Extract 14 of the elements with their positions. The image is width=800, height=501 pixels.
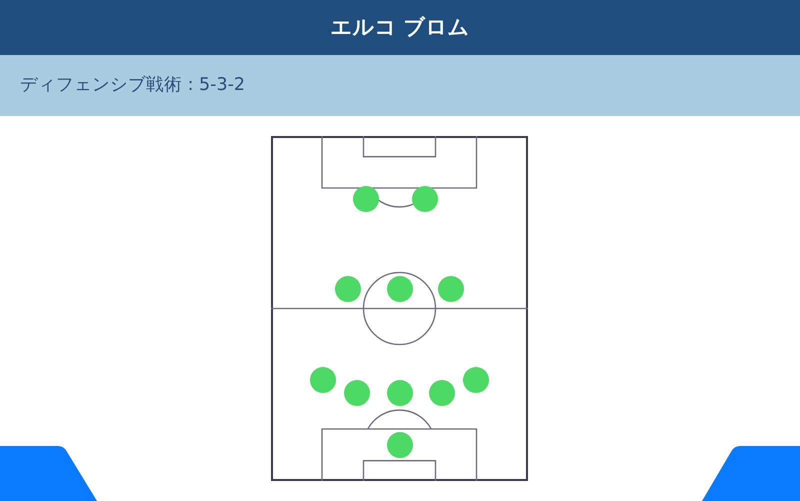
player-marker [438, 276, 464, 302]
player-marker [386, 432, 412, 458]
player-marker [310, 366, 336, 392]
player-marker [429, 380, 455, 406]
player-marker [344, 380, 370, 406]
football-pitch [271, 136, 528, 481]
player-marker [335, 276, 361, 302]
player-marker [412, 186, 438, 212]
player-marker [463, 366, 489, 392]
player-marker [386, 380, 412, 406]
page-title: エルコ ブロム [330, 14, 470, 40]
player-marker [386, 276, 412, 302]
player-marker [352, 186, 378, 212]
tactic-label: ディフェンシブ戦術 : 5-3-2 [20, 75, 246, 96]
